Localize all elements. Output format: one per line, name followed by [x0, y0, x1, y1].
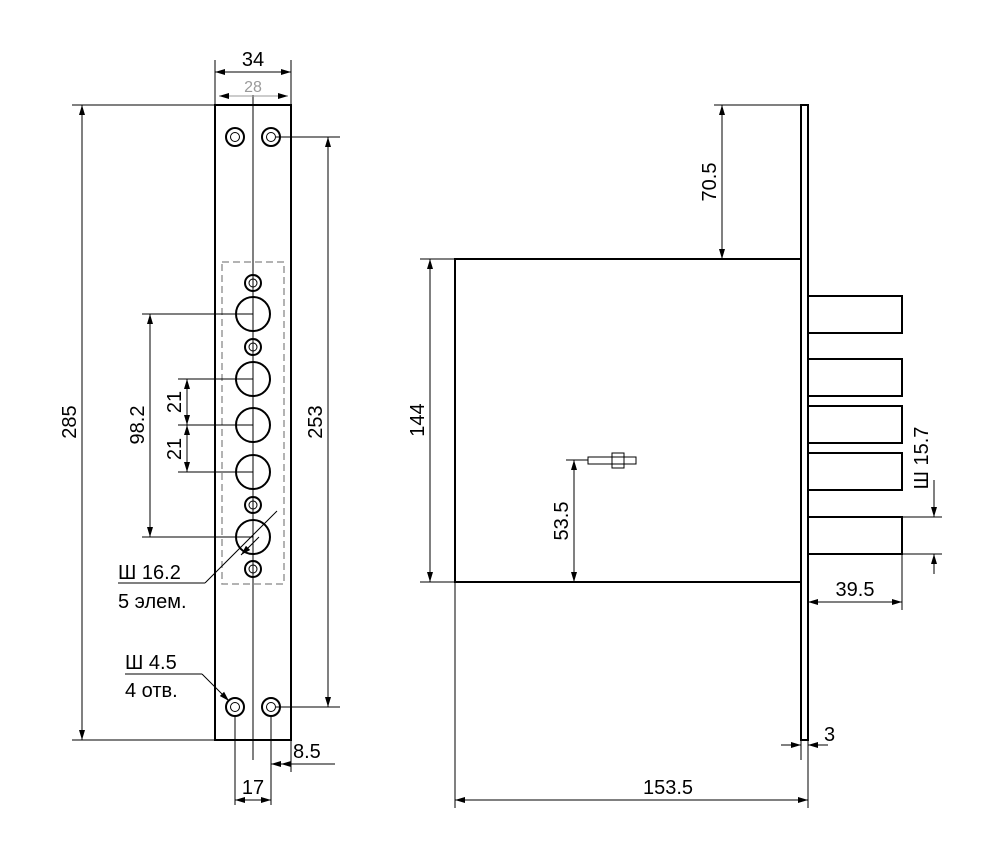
bolt	[807, 358, 903, 397]
side-view: 70.5 144 53.5 Ш 15.7 39.5 3 153.5	[407, 104, 942, 808]
small-hole	[244, 560, 262, 578]
dim-backset-label: 17	[242, 777, 264, 799]
dim-bolt-span-label: 98.2	[127, 406, 149, 445]
dim-hole-span-label: 253	[305, 405, 327, 438]
dim-top-offset-label: 70.5	[699, 163, 721, 202]
small-hole	[244, 338, 262, 356]
bolt	[807, 295, 903, 334]
dim-plate-thickness-label: 3	[824, 724, 835, 746]
dim-inner-width-label: 28	[244, 79, 262, 96]
small-hole	[244, 496, 262, 514]
bolt-zone-dashed	[221, 261, 285, 585]
small-hole	[244, 274, 262, 292]
dim-key-height-label: 53.5	[551, 502, 573, 541]
screw-hole	[225, 127, 245, 147]
dim-offset-label: 8.5	[293, 741, 321, 763]
bolt-dia-label: Ш 16.2	[118, 562, 181, 584]
bolt	[807, 452, 903, 491]
dim-width-label: 34	[242, 49, 264, 71]
keyhole	[587, 452, 637, 469]
dim-body-height-label: 144	[407, 403, 429, 436]
faceplate-side	[800, 104, 809, 741]
dim-height-label: 285	[59, 405, 81, 438]
dim-bolt-dia-label: Ш 15.7	[911, 427, 933, 490]
screw-count-label: 4 отв.	[125, 680, 178, 702]
faceplate-view: 34 28 285 253 98.2 21 21 Ш 16.2 5 элем.	[59, 49, 340, 805]
dim-pitch-bottom-label: 21	[164, 438, 186, 460]
bolt-count-label: 5 элем.	[118, 591, 187, 613]
dim-body-depth-label: 153.5	[643, 777, 693, 799]
dim-pitch-top-label: 21	[164, 391, 186, 413]
bolt	[807, 405, 903, 444]
bolt	[807, 516, 903, 555]
screw-dia-label: Ш 4.5	[125, 652, 177, 674]
dim-bolt-throw-label: 39.5	[836, 579, 875, 601]
lock-body	[454, 258, 802, 583]
